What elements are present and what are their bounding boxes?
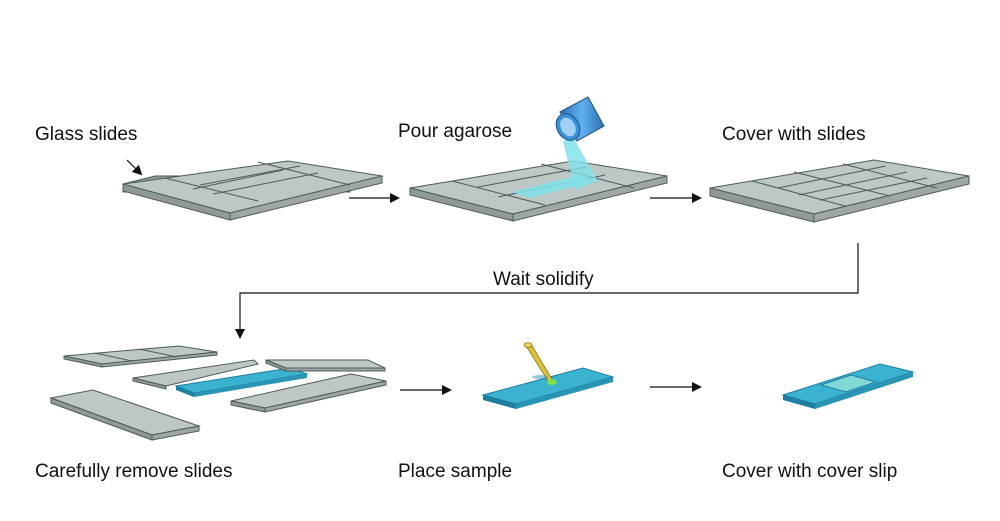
- agarose-stream: [563, 137, 598, 190]
- removed-slides-group: [49, 345, 387, 441]
- cover-slip-assembly: [781, 363, 915, 409]
- label-carefully-remove-slides: Carefully remove slides: [35, 461, 233, 482]
- sample-drop: [547, 379, 557, 385]
- pouring-can-icon: [555, 96, 605, 142]
- label-place-sample: Place sample: [398, 461, 513, 482]
- label-cover-with-slides: Cover with slides: [722, 124, 866, 145]
- glass-slides-assembly: [122, 160, 384, 221]
- arrow-wait-solidify: [235, 243, 859, 339]
- pour-agarose-assembly: [409, 96, 668, 222]
- arrow-glass-slides-pointer: [126, 159, 143, 176]
- cover-with-slides-assembly: [709, 159, 970, 223]
- label-wait-solidify: Wait solidify: [493, 269, 594, 290]
- place-sample-assembly: [481, 342, 615, 409]
- label-cover-with-cover-slip: Cover with cover slip: [722, 461, 898, 482]
- cover-slip: [819, 374, 878, 393]
- label-glass-slides: Glass slides: [35, 124, 138, 145]
- label-pour-agarose: Pour agarose: [398, 121, 513, 142]
